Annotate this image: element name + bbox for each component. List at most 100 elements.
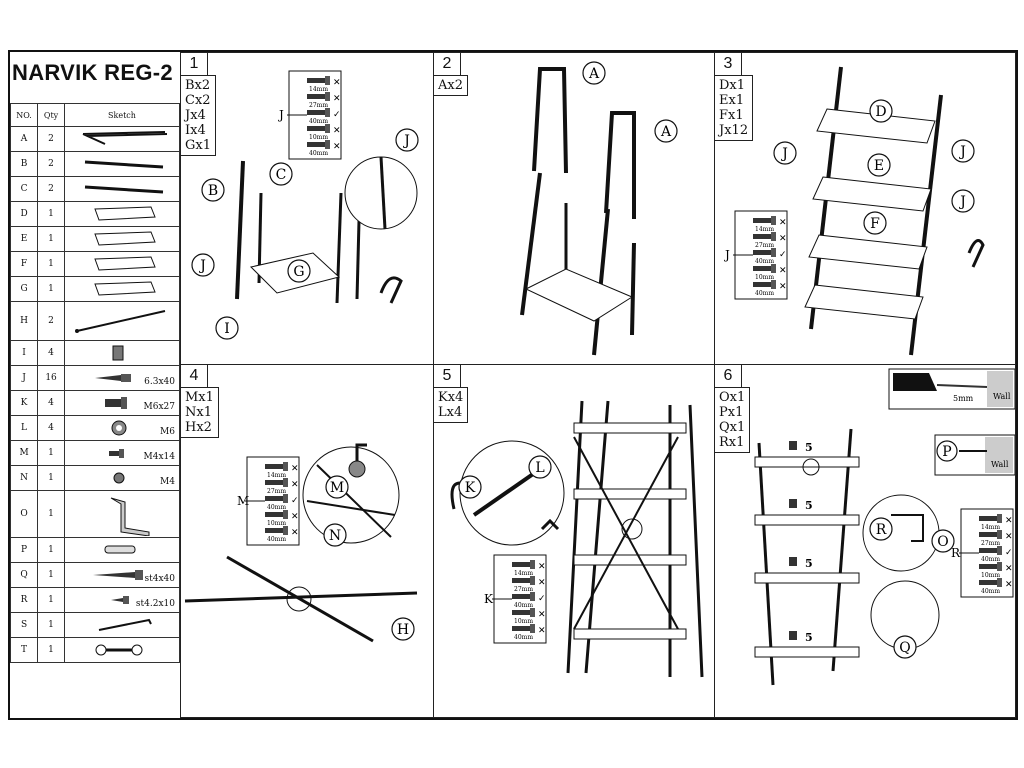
callout-0: R bbox=[869, 517, 893, 541]
load-limit: 5 bbox=[805, 557, 813, 570]
check-mark: ✕ bbox=[291, 480, 299, 490]
shelf-d bbox=[816, 108, 936, 144]
part-no: F bbox=[9, 251, 39, 277]
callout-2: J bbox=[191, 253, 215, 277]
part-spec: M6x27 bbox=[143, 402, 175, 412]
callout-5: J bbox=[395, 128, 419, 152]
callout-letter: G bbox=[293, 264, 304, 280]
step-part-qty: Hx2 bbox=[185, 420, 212, 435]
callout-0: B bbox=[201, 178, 225, 202]
check-mark: ✕ bbox=[779, 218, 787, 228]
part-l-sketch bbox=[111, 420, 127, 436]
weight-icon bbox=[789, 557, 797, 566]
wall-block bbox=[987, 371, 1013, 407]
drill-size: 5mm bbox=[953, 394, 974, 403]
callout-letter: K bbox=[465, 480, 476, 496]
part-sketch: st4.2x10 bbox=[64, 587, 180, 613]
parts-table-header: NO. Qty Sketch bbox=[9, 103, 180, 127]
part-spec: M4x14 bbox=[143, 452, 175, 462]
step-2-illustration: AA bbox=[520, 61, 678, 356]
check-mark: ✕ bbox=[291, 464, 299, 474]
part-no: B bbox=[9, 151, 39, 177]
weight-icon bbox=[789, 499, 797, 508]
part-no: H bbox=[9, 301, 39, 341]
part-qty: 1 bbox=[37, 276, 65, 302]
part-no: G bbox=[9, 276, 39, 302]
callout-2: H bbox=[391, 617, 415, 641]
part-sketch: M6 bbox=[64, 415, 180, 441]
callout-0: A bbox=[582, 61, 606, 85]
side-right bbox=[831, 428, 853, 672]
part-no: A bbox=[9, 126, 39, 152]
part-no: K bbox=[9, 390, 39, 416]
manual-title: NARVIK REG-2 bbox=[12, 60, 173, 85]
check-mark: ✕ bbox=[779, 266, 787, 276]
part-k-sketch bbox=[105, 397, 127, 409]
step-part-qty: Fx1 bbox=[719, 108, 744, 123]
check-mark: ✕ bbox=[333, 142, 341, 152]
header-no: NO. bbox=[9, 103, 39, 127]
part-qty: 1 bbox=[37, 440, 65, 466]
step-part-qty: Jx12 bbox=[719, 123, 749, 138]
check-mark: ✕ bbox=[1005, 516, 1013, 526]
part-no: D bbox=[9, 201, 39, 227]
allen-key-icon bbox=[967, 239, 985, 268]
drill-icon bbox=[893, 373, 937, 391]
part-sketch bbox=[64, 276, 180, 302]
part-sketch bbox=[64, 201, 180, 227]
part-p-sketch bbox=[104, 545, 136, 554]
callout-letter: J bbox=[198, 258, 206, 274]
shelf-3 bbox=[573, 554, 687, 566]
size-label: 40mm bbox=[309, 118, 328, 125]
part-qty: 4 bbox=[37, 415, 65, 441]
part-no: R bbox=[9, 587, 39, 613]
step-part-qty: Bx2 bbox=[185, 78, 211, 93]
callout-letter: J bbox=[958, 144, 966, 160]
step-parts-list: Ax2 bbox=[434, 75, 468, 96]
legend-marker: J bbox=[277, 108, 284, 122]
part-sketch bbox=[64, 612, 180, 638]
callout-1: O bbox=[931, 529, 955, 553]
manual-frame bbox=[8, 50, 1018, 720]
allen-key-icon bbox=[379, 276, 403, 304]
size-label: 27mm bbox=[755, 242, 774, 249]
callout-letter: A bbox=[660, 124, 672, 140]
check-mark: ✕ bbox=[333, 94, 341, 104]
part-q-sketch bbox=[93, 570, 143, 580]
part-no: T bbox=[9, 637, 39, 663]
part-c-sketch bbox=[84, 185, 164, 194]
check-mark: ✕ bbox=[538, 578, 546, 588]
step-part-qty: Ex1 bbox=[719, 93, 745, 108]
part-sketch bbox=[64, 637, 180, 663]
size-label: 40mm bbox=[309, 150, 328, 157]
part-sketch: st4x40 bbox=[64, 562, 180, 588]
part-qty: 2 bbox=[37, 126, 65, 152]
allen-key-icon bbox=[450, 481, 461, 510]
step-part-qty: Kx4 bbox=[438, 390, 464, 405]
part-qty: 1 bbox=[37, 612, 65, 638]
part-sketch bbox=[64, 176, 180, 202]
part-m-sketch bbox=[109, 449, 124, 458]
callout-3: J bbox=[773, 141, 797, 165]
size-label: 14mm bbox=[755, 226, 774, 233]
size-label: 40mm bbox=[267, 504, 286, 511]
size-label: 40mm bbox=[514, 602, 533, 609]
callout-letter: P bbox=[942, 444, 951, 460]
callout-1: E bbox=[867, 153, 891, 177]
part-n-sketch bbox=[113, 472, 125, 484]
